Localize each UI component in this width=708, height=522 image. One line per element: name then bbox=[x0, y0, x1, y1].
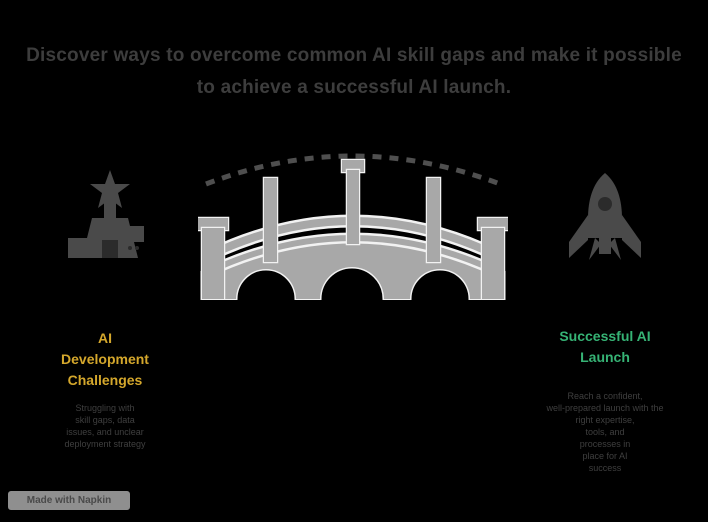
watermark-badge: Made with Napkin bbox=[8, 491, 130, 510]
title-line-2: to achieve a successful AI launch. bbox=[196, 77, 512, 98]
rocket-launch-icon bbox=[555, 170, 655, 262]
right-desc-line: place for AI bbox=[582, 451, 628, 461]
right-desc-line: success bbox=[588, 463, 622, 473]
left-desc-line: Struggling with bbox=[75, 403, 135, 413]
page-title: Discover ways to overcome common AI skil… bbox=[24, 40, 684, 104]
obstacle-signpost-icon bbox=[60, 168, 160, 260]
right-desc-line: well-prepared launch with the bbox=[546, 403, 664, 413]
right-desc-line: tools, and bbox=[585, 427, 625, 437]
left-heading-line: Challenges bbox=[67, 372, 143, 388]
bridge-illustration bbox=[196, 158, 510, 301]
left-desc-line: deployment strategy bbox=[64, 439, 146, 449]
title-line-1: Discover ways to overcome common AI skil… bbox=[26, 45, 682, 66]
right-heading-line: Launch bbox=[580, 349, 630, 365]
left-heading-ai-development-challenges: AI Development Challenges bbox=[25, 328, 185, 391]
right-desc-line: Reach a confident, bbox=[567, 391, 643, 401]
watermark-text: Made with Napkin bbox=[26, 495, 112, 506]
left-description: Struggling with skill gaps, data issues,… bbox=[25, 402, 185, 450]
right-desc-line: right expertise, bbox=[575, 415, 635, 425]
dashed-arc bbox=[200, 128, 510, 190]
left-desc-line: skill gaps, data bbox=[75, 415, 135, 425]
left-desc-line: issues, and unclear bbox=[66, 427, 144, 437]
right-description: Reach a confident, well-prepared launch … bbox=[530, 390, 680, 474]
right-heading-successful-ai-launch: Successful AI Launch bbox=[525, 326, 685, 368]
left-heading-line: Development bbox=[61, 351, 149, 367]
right-heading-line: Successful AI bbox=[559, 328, 651, 344]
left-heading-line: AI bbox=[98, 330, 112, 346]
right-desc-line: processes in bbox=[579, 439, 631, 449]
